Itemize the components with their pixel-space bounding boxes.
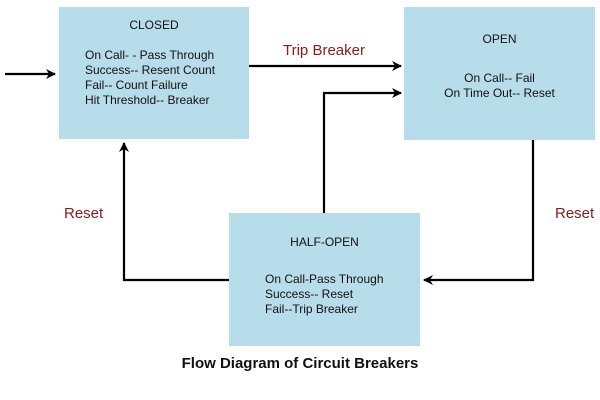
closed-state-box: CLOSED On Call- - Pass Through Success--… [59, 7, 249, 139]
trip-breaker-label: Trip Breaker [283, 42, 365, 59]
open-state-rules: On Call-- Fail On Time Out-- Reset [404, 71, 595, 101]
half-open-state-box: HALF-OPEN On Call-Pass Through Success--… [229, 213, 420, 346]
open-state-box: OPEN On Call-- Fail On Time Out-- Reset [404, 7, 595, 140]
open-rule: On Time Out-- Reset [444, 86, 555, 100]
half-open-state-rules: On Call-Pass Through Success-- Reset Fai… [229, 272, 420, 317]
diagram-caption: Flow Diagram of Circuit Breakers [181, 355, 419, 372]
open-state-title: OPEN [482, 32, 517, 46]
closed-state-title: CLOSED [129, 18, 179, 32]
closed-state-rules: On Call- - Pass Through Success-- Resent… [59, 48, 249, 108]
open-to-half-open-arrow [423, 140, 535, 285]
closed-rule: Fail-- Count Failure [85, 78, 188, 92]
half-open-to-open-arrow [322, 88, 402, 213]
reset-right-label: Reset [555, 205, 595, 222]
open-rule: On Call-- Fail [464, 71, 535, 85]
half-open-rule: On Call-Pass Through [265, 272, 384, 286]
half-open-rule: Fail--Trip Breaker [265, 302, 358, 316]
half-open-state-title: HALF-OPEN [290, 235, 359, 249]
closed-rule: On Call- - Pass Through [85, 48, 215, 62]
reset-left-label: Reset [64, 205, 104, 222]
closed-rule: Success-- Resent Count [85, 63, 216, 77]
closed-rule: Hit Threshold-- Breaker [85, 93, 210, 107]
half-open-rule: Success-- Reset [265, 287, 354, 301]
half-open-to-closed-arrow [119, 142, 229, 282]
